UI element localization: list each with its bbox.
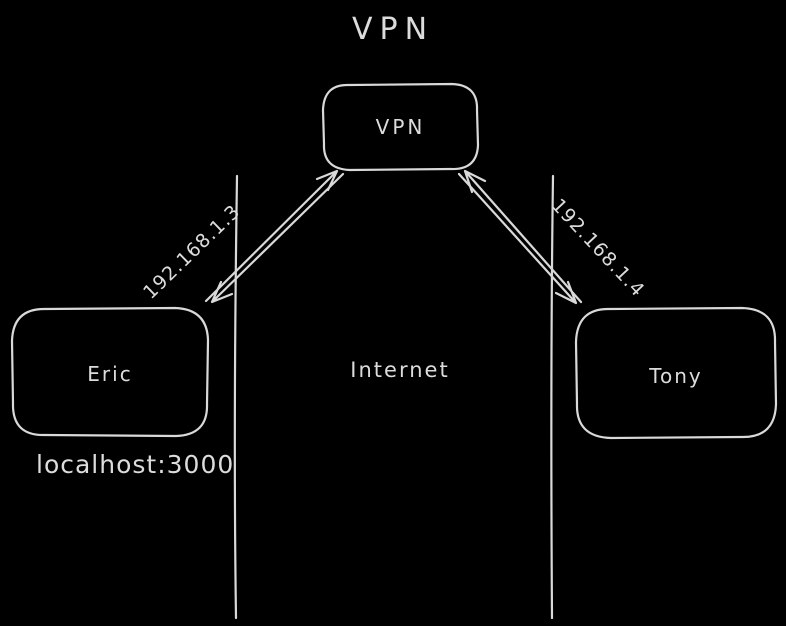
tony-node-box [574, 306, 778, 440]
vpn-node-box [321, 82, 480, 172]
vpn-to-eric-arrow [210, 172, 345, 304]
tony-to-vpn-arrow [463, 169, 583, 304]
vpn-node-label: VPN [375, 115, 426, 139]
diagram-title: VPN [351, 12, 435, 47]
eric-node-box [10, 306, 210, 438]
eric-node-label: Eric [87, 362, 133, 386]
right-boundary-line [550, 174, 555, 620]
tony-node-label: Tony [649, 364, 703, 388]
eric-node-caption: localhost:3000 [36, 450, 235, 479]
eric-to-vpn-arrow [204, 169, 339, 303]
left-boundary-line [233, 174, 239, 620]
vpn-to-tony-arrow [457, 172, 578, 305]
internet-region-label: Internet [350, 358, 450, 382]
